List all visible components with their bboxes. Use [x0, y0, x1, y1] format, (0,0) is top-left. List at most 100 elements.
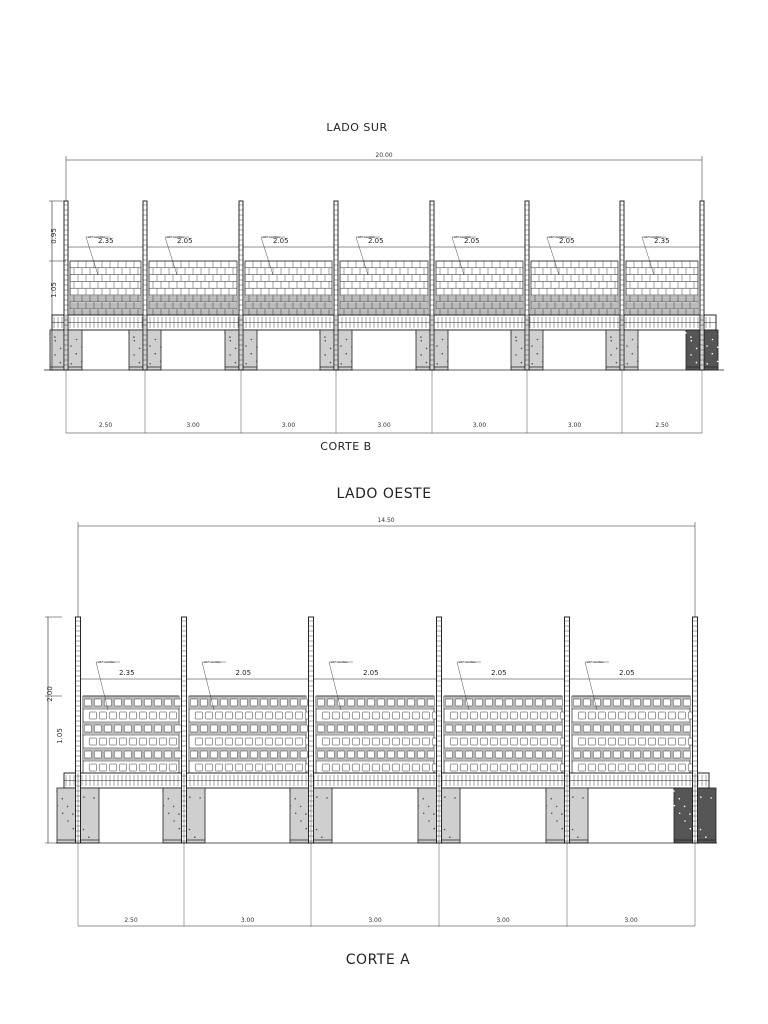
overall-dimension: 14.50 — [377, 517, 394, 524]
bay-label: 2.05 — [236, 669, 252, 677]
hollow-brick — [464, 724, 473, 733]
brick-course-shade — [316, 696, 434, 709]
hollow-brick — [279, 750, 288, 759]
hollow-brick — [189, 750, 198, 759]
hollow-brick — [274, 763, 283, 772]
hollow-brick — [549, 737, 558, 746]
hollow-brick — [239, 724, 248, 733]
concrete-aggregate — [315, 828, 318, 831]
concrete-aggregate — [70, 363, 72, 365]
concrete-aggregate — [234, 361, 237, 364]
hollow-brick — [204, 711, 213, 720]
hollow-brick — [539, 737, 548, 746]
hollow-brick — [524, 750, 533, 759]
concrete-aggregate — [531, 345, 533, 347]
callout-leader — [85, 236, 99, 276]
concrete-aggregate — [56, 790, 58, 792]
hollow-brick — [529, 711, 538, 720]
hollow-brick — [459, 737, 468, 746]
concrete-aggregate — [572, 796, 574, 798]
hollow-brick — [617, 763, 626, 772]
concrete-aggregate — [515, 354, 517, 356]
concrete-aggregate — [690, 339, 693, 342]
hollow-brick — [173, 750, 182, 759]
hollow-brick — [479, 737, 488, 746]
bottom-dimensions: 2.50 3.00 3.00 3.00 3.00 — [124, 917, 638, 924]
callout-leader — [260, 236, 274, 276]
concrete-aggregate — [520, 361, 523, 364]
hollow-brick — [509, 711, 518, 720]
concrete-aggregate — [82, 828, 85, 831]
concrete-aggregate — [245, 345, 247, 347]
hollow-brick — [672, 724, 681, 733]
brick-course-shade — [572, 696, 690, 709]
brick-course-shade — [70, 302, 141, 308]
hollow-brick — [214, 711, 223, 720]
hollow-brick — [602, 750, 611, 759]
hollow-brick — [123, 750, 132, 759]
hollow-brick — [622, 750, 631, 759]
bay-label: 2.05 — [559, 237, 575, 245]
hollow-brick — [294, 711, 303, 720]
hollow-brick — [454, 724, 463, 733]
hollow-brick — [667, 711, 676, 720]
hollow-brick — [554, 724, 563, 733]
hollow-brick — [376, 750, 385, 759]
hollow-brick — [351, 763, 360, 772]
hollow-brick — [391, 711, 400, 720]
concrete-aggregate — [54, 336, 56, 338]
hollow-brick — [577, 763, 586, 772]
hollow-brick — [544, 750, 553, 759]
hollow-brick — [632, 698, 641, 707]
hollow-brick — [143, 750, 152, 759]
rebar-callout-text: ø1" varillas — [459, 660, 476, 664]
hollow-brick — [469, 763, 478, 772]
rebar-callout-text: ø1" varillas — [98, 660, 115, 664]
hollow-brick — [592, 750, 601, 759]
hollow-brick — [158, 711, 167, 720]
hollow-brick — [386, 698, 395, 707]
concrete-aggregate — [577, 836, 579, 838]
brick-course-shade — [245, 309, 332, 315]
hollow-brick — [479, 711, 488, 720]
hollow-brick — [637, 737, 646, 746]
hollow-brick — [209, 698, 218, 707]
hollow-brick — [416, 750, 425, 759]
hollow-brick — [682, 698, 691, 707]
hollow-brick — [657, 737, 666, 746]
hollow-brick — [622, 698, 631, 707]
hollow-brick — [577, 711, 586, 720]
concrete-aggregate — [443, 828, 446, 831]
brick-course-shade — [444, 696, 562, 709]
bay-label: 2.35 — [654, 237, 670, 245]
hollow-brick — [499, 711, 508, 720]
hollow-brick — [421, 711, 430, 720]
hollow-brick — [449, 763, 458, 772]
concrete-aggregate — [695, 347, 698, 350]
hollow-brick — [534, 724, 543, 733]
hollow-brick — [366, 724, 375, 733]
hollow-brick — [406, 750, 415, 759]
rebar-callout-text: ø1" varillas — [263, 235, 280, 239]
hollow-brick — [572, 724, 581, 733]
hollow-brick — [582, 698, 591, 707]
hollow-brick — [138, 763, 147, 772]
hollow-brick — [514, 750, 523, 759]
hollow-brick — [163, 750, 172, 759]
rebar-callout-text: ø1" varillas — [331, 660, 348, 664]
hollow-brick — [341, 737, 350, 746]
hollow-brick — [597, 711, 606, 720]
hollow-brick — [299, 698, 308, 707]
hollow-brick — [204, 763, 213, 772]
brick-course-shade — [340, 302, 428, 308]
hollow-brick — [316, 698, 325, 707]
wall-geometry — [44, 156, 724, 434]
hollow-brick — [642, 750, 651, 759]
concrete-aggregate — [289, 790, 291, 792]
hollow-brick — [509, 737, 518, 746]
brick-course-shade — [572, 722, 690, 735]
hollow-brick — [577, 737, 586, 746]
concrete-aggregate — [417, 790, 419, 792]
concrete-aggregate — [626, 345, 628, 347]
